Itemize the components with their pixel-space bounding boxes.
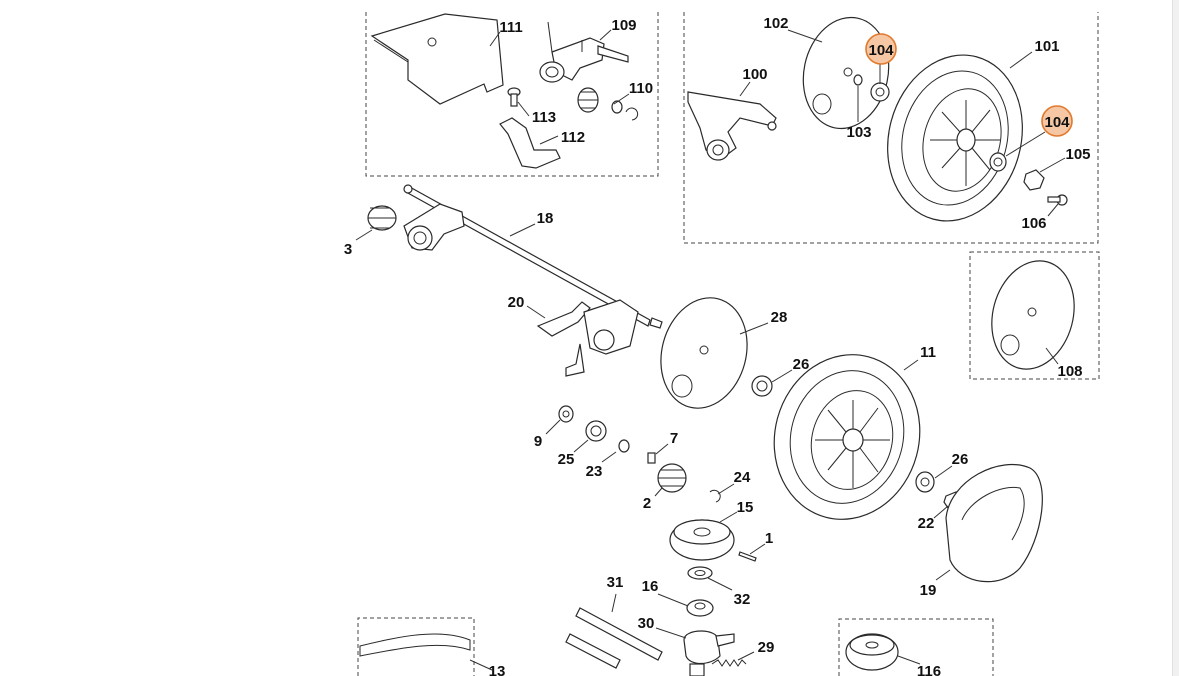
pinion-2[interactable] [657,463,687,493]
label-104-upper[interactable]: 104 [868,42,894,59]
bushing-16[interactable] [686,599,714,617]
pin-1[interactable] [738,551,757,562]
shield-19[interactable] [945,463,1043,583]
label-105[interactable]: 105 [1065,146,1090,163]
clip-24[interactable] [709,489,721,503]
label-106[interactable]: 106 [1021,215,1046,232]
label-7[interactable]: 7 [670,430,678,447]
label-23[interactable]: 23 [586,463,603,480]
label-1[interactable]: 1 [765,530,773,547]
bushing-25[interactable] [585,420,607,442]
label-16[interactable]: 16 [642,578,659,595]
label-116[interactable]: 116 [917,663,941,676]
label-19[interactable]: 19 [920,582,937,599]
leader-lines [355,29,1066,671]
bushing-26-lower[interactable] [915,471,935,493]
pulley-15[interactable] [669,519,735,561]
label-22[interactable]: 22 [918,515,935,532]
hubcap-108[interactable] [980,252,1086,379]
washer-23[interactable] [618,439,630,453]
axle-18[interactable] [403,184,663,329]
label-103[interactable]: 103 [846,124,871,141]
cover-plate-111[interactable] [370,13,504,105]
group-box-hubcap-108 [969,251,1100,380]
label-20[interactable]: 20 [508,294,525,311]
label-13[interactable]: 13 [489,663,506,676]
label-104-lower[interactable]: 104 [1044,114,1070,131]
label-101[interactable]: 101 [1034,38,1059,55]
bracket-109[interactable] [539,21,629,83]
belt-13[interactable] [359,633,471,657]
label-26-lower[interactable]: 26 [952,451,969,468]
bracket-left[interactable] [403,203,465,251]
callout-highlight-104-lower[interactable] [1041,105,1073,137]
label-30[interactable]: 30 [638,615,655,632]
latch-112[interactable] [499,117,561,169]
label-111[interactable]: 111 [499,19,522,36]
bushing-104-upper[interactable] [870,82,890,102]
group-box-bottom-left [357,617,475,676]
label-108[interactable]: 108 [1057,363,1082,380]
label-110[interactable]: 110 [629,80,653,97]
label-28[interactable]: 28 [771,309,788,326]
label-3[interactable]: 3 [344,241,352,258]
lever-20[interactable] [536,301,591,337]
label-25[interactable]: 25 [558,451,575,468]
screw-106[interactable] [1047,194,1068,206]
bushing-26-upper[interactable] [751,375,773,397]
tube-31[interactable] [565,607,663,669]
label-32[interactable]: 32 [734,591,751,608]
key-7[interactable] [647,452,656,464]
hubcap-102[interactable] [793,9,898,136]
label-100[interactable]: 100 [742,66,767,83]
label-102[interactable]: 102 [763,15,788,32]
label-9[interactable]: 9 [534,433,542,450]
wheel-101[interactable] [870,40,1041,236]
group-box-top-right [683,12,1099,244]
screw-113[interactable] [507,87,521,107]
nut-105[interactable] [1023,169,1045,191]
housing-30[interactable] [683,630,735,676]
label-31[interactable]: 31 [607,574,624,591]
group-box-top-left [365,12,659,177]
scrollbar-edge[interactable] [1172,0,1179,676]
washer-110[interactable] [611,100,639,121]
gear-small[interactable] [577,87,599,113]
callout-highlight-104-upper[interactable] [865,33,897,65]
label-11[interactable]: 11 [920,344,936,361]
spring-29[interactable] [711,659,747,667]
washer-32[interactable] [687,566,713,580]
bushing-104-lower[interactable] [989,152,1007,172]
label-113[interactable]: 113 [532,109,556,126]
washer-9[interactable] [558,405,574,423]
label-24[interactable]: 24 [734,469,751,486]
label-2[interactable]: 2 [643,495,651,512]
label-15[interactable]: 15 [737,499,754,516]
label-109[interactable]: 109 [611,17,636,34]
group-box-bottom-right [838,618,994,676]
label-26-upper[interactable]: 26 [793,356,810,373]
wheel-11[interactable] [756,338,938,536]
label-29[interactable]: 29 [758,639,775,656]
washer-103[interactable] [853,74,863,86]
label-18[interactable]: 18 [537,210,554,227]
arm-100[interactable] [687,91,777,161]
bracket-right[interactable] [565,299,639,377]
hubcap-28[interactable] [649,288,759,418]
label-112[interactable]: 112 [561,129,585,146]
part-labels: 111 109 110 113 112 102 104 101 100 103 … [344,15,1091,676]
bearing-3[interactable] [367,205,397,231]
pulley-116[interactable] [845,633,899,671]
